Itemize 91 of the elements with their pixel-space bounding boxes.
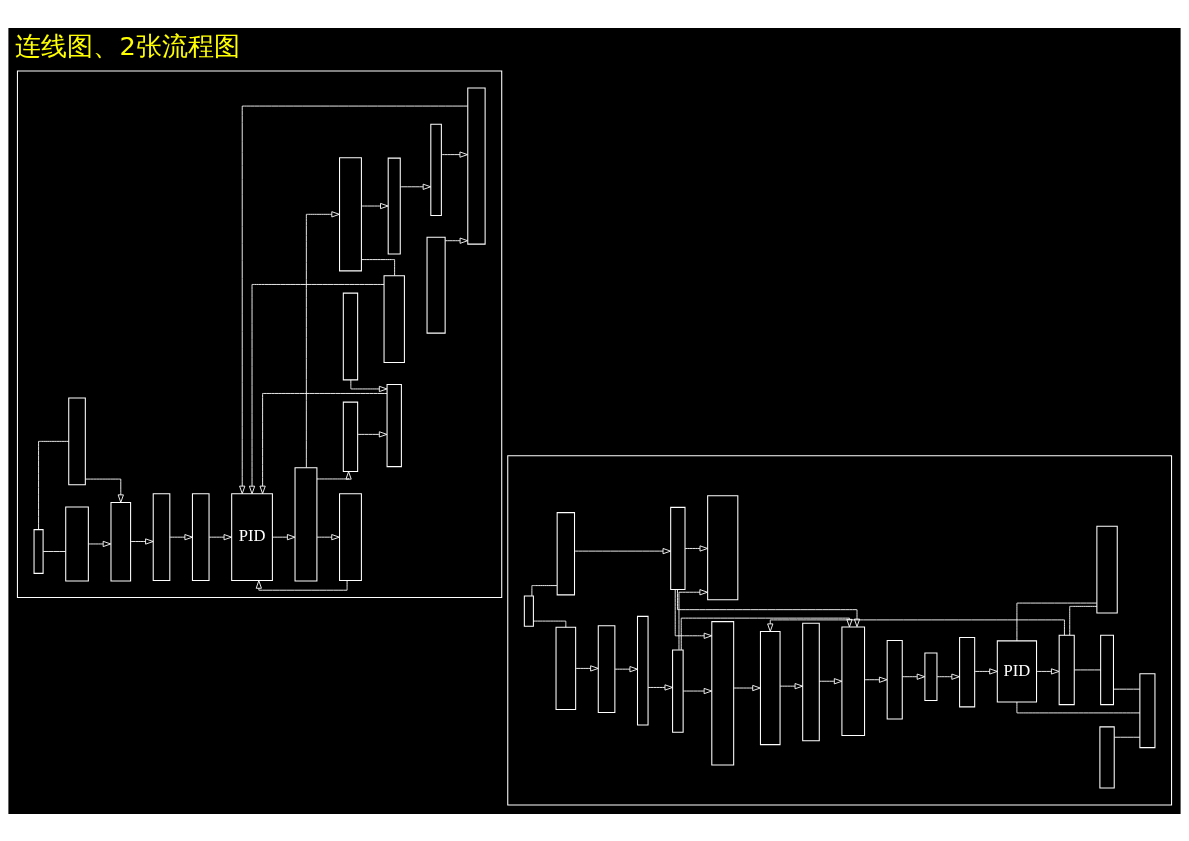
- connector: [531, 584, 558, 596]
- arrow: [248, 283, 385, 494]
- arrow: [684, 544, 708, 552]
- node-box: [1096, 525, 1118, 613]
- node-box: [342, 292, 359, 380]
- arrow: [305, 210, 340, 468]
- arrow: [441, 151, 468, 158]
- node-box: [294, 466, 318, 581]
- node-box: [841, 625, 866, 736]
- node-box: [387, 157, 401, 254]
- node-box: [555, 626, 577, 710]
- arrow: [818, 677, 843, 684]
- arrow: [239, 105, 468, 494]
- connector: [1074, 668, 1102, 670]
- arrow: [574, 547, 672, 554]
- arrow: [361, 202, 389, 209]
- node-box: [802, 622, 820, 741]
- arrow: [678, 588, 708, 650]
- connector: [42, 550, 67, 552]
- arrow: [208, 533, 233, 540]
- connector: [1114, 736, 1141, 738]
- arrow: [1036, 667, 1060, 675]
- arrow: [674, 588, 713, 639]
- node-box: [383, 274, 405, 363]
- node-box: [467, 86, 486, 245]
- node-box: [1100, 634, 1114, 705]
- node-box: [110, 501, 132, 581]
- arrow: [677, 588, 861, 627]
- node-box: [886, 639, 903, 719]
- arrow: [316, 533, 340, 540]
- node-box: [430, 123, 442, 216]
- connector: [1113, 688, 1141, 690]
- node-box: [670, 506, 686, 590]
- connector: [1016, 602, 1098, 641]
- node-box: [1058, 634, 1075, 705]
- node-box: [342, 401, 359, 472]
- node-box: [672, 648, 684, 733]
- node-box: [924, 651, 938, 701]
- diagram-title: 连线图、2张流程图: [15, 30, 240, 61]
- arrow: [259, 392, 388, 494]
- node-box: [426, 236, 446, 334]
- node-box: [191, 492, 210, 581]
- arrow: [767, 618, 1065, 636]
- connector: [361, 258, 396, 276]
- node-box: [386, 383, 402, 467]
- cluster: [16, 69, 503, 598]
- arrow: [614, 665, 638, 672]
- node-box: PID: [231, 492, 273, 581]
- node-box: [339, 492, 362, 581]
- arrow: [864, 676, 888, 683]
- connector: [532, 620, 567, 628]
- arrow: [357, 430, 388, 437]
- arrow: [169, 533, 193, 540]
- arrow: [733, 684, 761, 691]
- node-box: [339, 156, 362, 271]
- arrow: [271, 533, 296, 540]
- arrow: [647, 683, 673, 691]
- node-box: [68, 396, 86, 485]
- arrow: [680, 617, 853, 650]
- node-box: PID: [996, 639, 1038, 702]
- node-box: [65, 505, 89, 581]
- arrow: [316, 470, 352, 480]
- arrow: [974, 667, 998, 675]
- arrow: [444, 237, 469, 244]
- arrow: [88, 540, 112, 547]
- arrow: [399, 183, 432, 190]
- node-box: [711, 620, 735, 765]
- node-box: [556, 511, 576, 595]
- connector: [1069, 605, 1098, 636]
- node-box: [636, 615, 649, 725]
- arrow: [255, 579, 348, 591]
- arrow: [350, 379, 388, 392]
- arrow: [130, 537, 154, 545]
- arrow: [575, 664, 599, 671]
- cluster: [507, 454, 1173, 805]
- arrow: [85, 478, 124, 503]
- arrow: [936, 673, 960, 680]
- node-box: [597, 624, 616, 713]
- arrow: [682, 687, 713, 694]
- connector: [1016, 701, 1141, 713]
- node-box: [523, 594, 534, 627]
- connector: [38, 440, 70, 530]
- node-box: [759, 630, 781, 745]
- arrow: [901, 673, 926, 680]
- node-box: [33, 528, 44, 574]
- node-box: [152, 492, 171, 581]
- node-box: [1099, 725, 1115, 788]
- node-box: [959, 636, 976, 707]
- node-box: [707, 494, 739, 600]
- node-box: [1139, 672, 1156, 748]
- arrow: [779, 682, 804, 689]
